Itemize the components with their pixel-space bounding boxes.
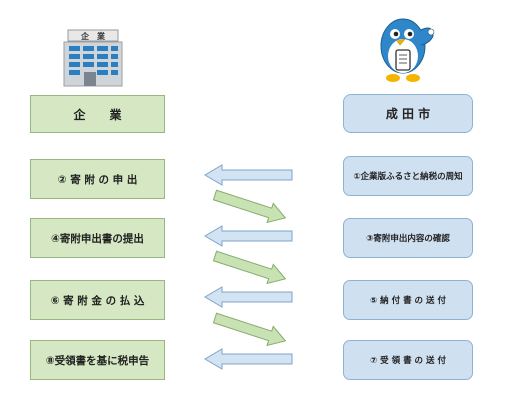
- step-7-send-receipt: ⑦ 受 領 書 の 送 付: [343, 340, 473, 380]
- step-3-confirm-content: ③寄附申出内容の確認: [343, 218, 473, 258]
- city-header: 成 田 市: [343, 94, 473, 133]
- step-8-tax-filing: ⑧受領書を基に税申告: [30, 340, 165, 380]
- step-1-publicize: ①企業版ふるさと納税の周知: [343, 156, 473, 196]
- arrow-4-to-5: [212, 250, 287, 285]
- arrow-5-to-6: [204, 286, 293, 308]
- company-header: 企 業: [30, 95, 165, 133]
- step-5-send-payment-slip: ⑤ 納 付 書 の 送 付: [343, 280, 473, 320]
- mascot-bird-icon: [380, 18, 435, 82]
- step-6-pay-donation: ⑥ 寄 附 金 の 払 込: [30, 280, 165, 320]
- arrow-2-to-3: [212, 189, 287, 224]
- arrow-3-to-4: [204, 225, 293, 247]
- office-building-icon: 企 業: [63, 29, 123, 87]
- step-2-donation-offer: ② 寄 附 の 申 出: [30, 159, 165, 199]
- step-4-submit-application: ④寄附申出書の提出: [30, 218, 165, 258]
- arrow-7-to-8: [204, 348, 293, 370]
- arrow-1-to-2: [204, 164, 293, 186]
- building-sign-text: 企 業: [80, 31, 106, 41]
- arrow-6-to-7: [212, 312, 287, 347]
